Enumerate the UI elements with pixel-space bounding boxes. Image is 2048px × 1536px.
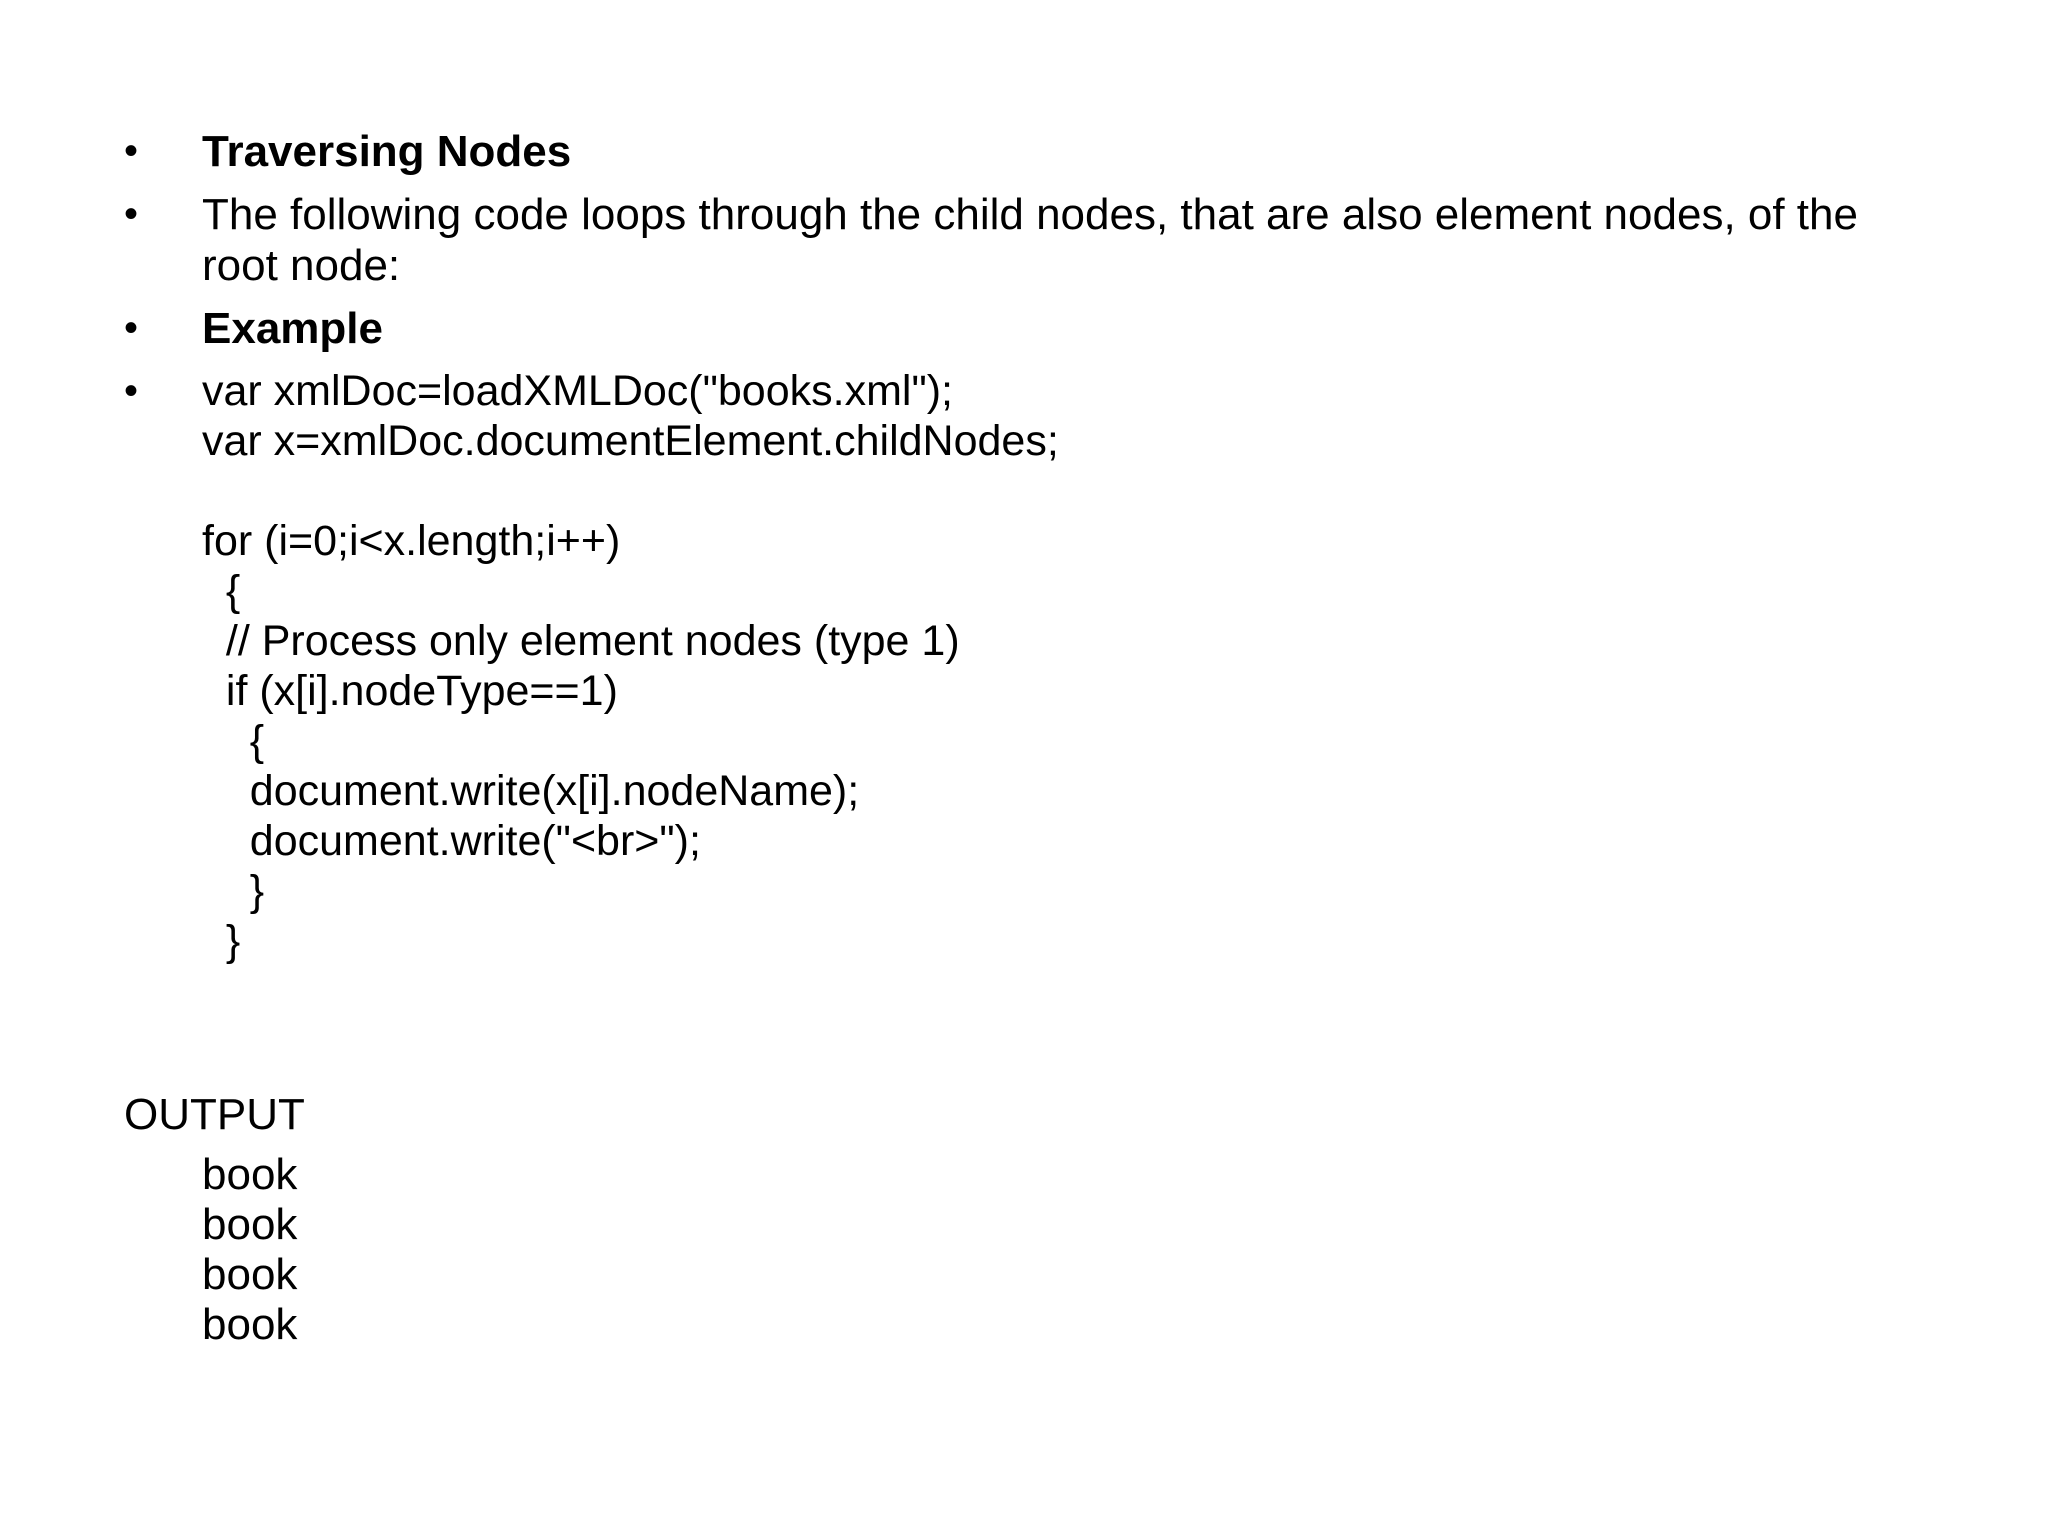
bullet-item-description: • The following code loops through the c… (124, 189, 1944, 291)
code-line: { (202, 717, 265, 765)
output-label: OUTPUT (124, 1090, 305, 1139)
output-item: book (202, 1200, 298, 1249)
output-item: book (202, 1300, 298, 1349)
code-line: document.write(x[i].nodeName); (202, 767, 860, 815)
bullet-list: • Traversing Nodes • The following code … (124, 126, 1944, 966)
code-line: for (i=0;i<x.length;i++) (202, 517, 621, 565)
code-line: document.write("<br>"); (202, 817, 701, 865)
output-list: book book book book (202, 1150, 305, 1350)
code-block: var xmlDoc=loadXMLDoc("books.xml"); var … (202, 366, 1944, 966)
code-line: var xmlDoc=loadXMLDoc("books.xml"); (202, 367, 953, 415)
bullet-icon: • (124, 192, 139, 236)
bullet-item-example: • Example (124, 303, 1944, 354)
bullet-item-code: • var xmlDoc=loadXMLDoc("books.xml"); va… (124, 366, 1944, 966)
code-line: { (202, 567, 241, 615)
code-line: var x=xmlDoc.documentElement.childNodes; (202, 417, 1059, 465)
code-line: if (x[i].nodeType==1) (202, 667, 618, 715)
code-line: // Process only element nodes (type 1) (202, 617, 960, 665)
bullet-icon: • (124, 369, 139, 413)
output-item: book (202, 1150, 298, 1199)
code-line: } (202, 867, 265, 915)
code-line: } (202, 917, 241, 965)
output-section: OUTPUT book book book book (124, 1090, 305, 1350)
heading-example: Example (202, 304, 383, 353)
output-item: book (202, 1250, 298, 1299)
bullet-item-traversing-nodes: • Traversing Nodes (124, 126, 1944, 177)
bullet-icon: • (124, 306, 139, 350)
code-line (202, 466, 1944, 516)
description-text: The following code loops through the chi… (202, 190, 1858, 290)
bullet-icon: • (124, 129, 139, 173)
heading-traversing-nodes: Traversing Nodes (202, 127, 572, 176)
